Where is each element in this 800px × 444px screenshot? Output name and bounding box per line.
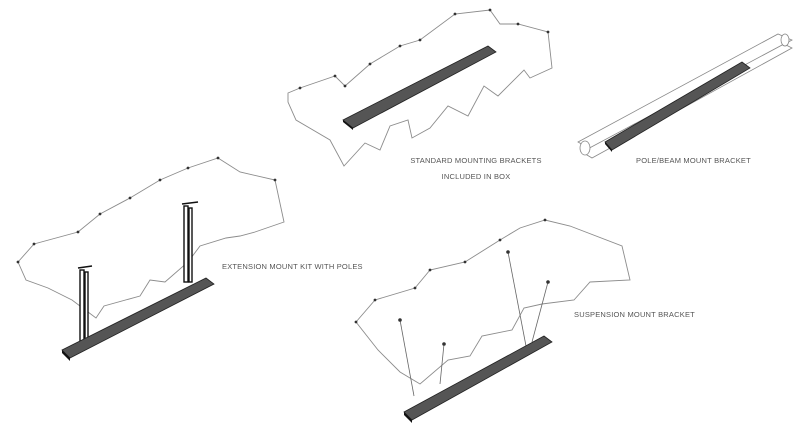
ceiling-points-suspension: [354, 218, 547, 324]
label-suspension: SUSPENSION MOUNT BRACKET: [574, 310, 695, 319]
label-pole-beam: POLE/BEAM MOUNT BRACKET: [636, 156, 751, 165]
ceiling-outline-extension: [17, 157, 285, 319]
label-standard-line2: INCLUDED IN BOX: [441, 172, 511, 181]
suspension-cables: [398, 250, 550, 397]
ceiling-outline-suspension: [355, 219, 631, 385]
standard-mount-illustration: [287, 8, 553, 167]
light-fixture-suspension: [403, 335, 553, 423]
light-fixture-extension: [61, 277, 215, 361]
light-fixture-standard: [342, 45, 497, 130]
ceiling-points-standard: [298, 8, 550, 90]
beam: [577, 33, 793, 151]
ceiling-outline-standard: [287, 9, 553, 167]
pole-beam-mount-illustration: [577, 33, 793, 159]
suspension-mount-illustration: [354, 218, 631, 423]
ceiling-points-extension: [16, 156, 277, 264]
label-extension: EXTENSION MOUNT KIT WITH POLES: [222, 262, 363, 271]
extension-mount-illustration: [16, 156, 285, 361]
label-standard-line1: STANDARD MOUNTING BRACKETS: [410, 156, 542, 165]
light-fixture-pole-beam: [604, 61, 751, 152]
